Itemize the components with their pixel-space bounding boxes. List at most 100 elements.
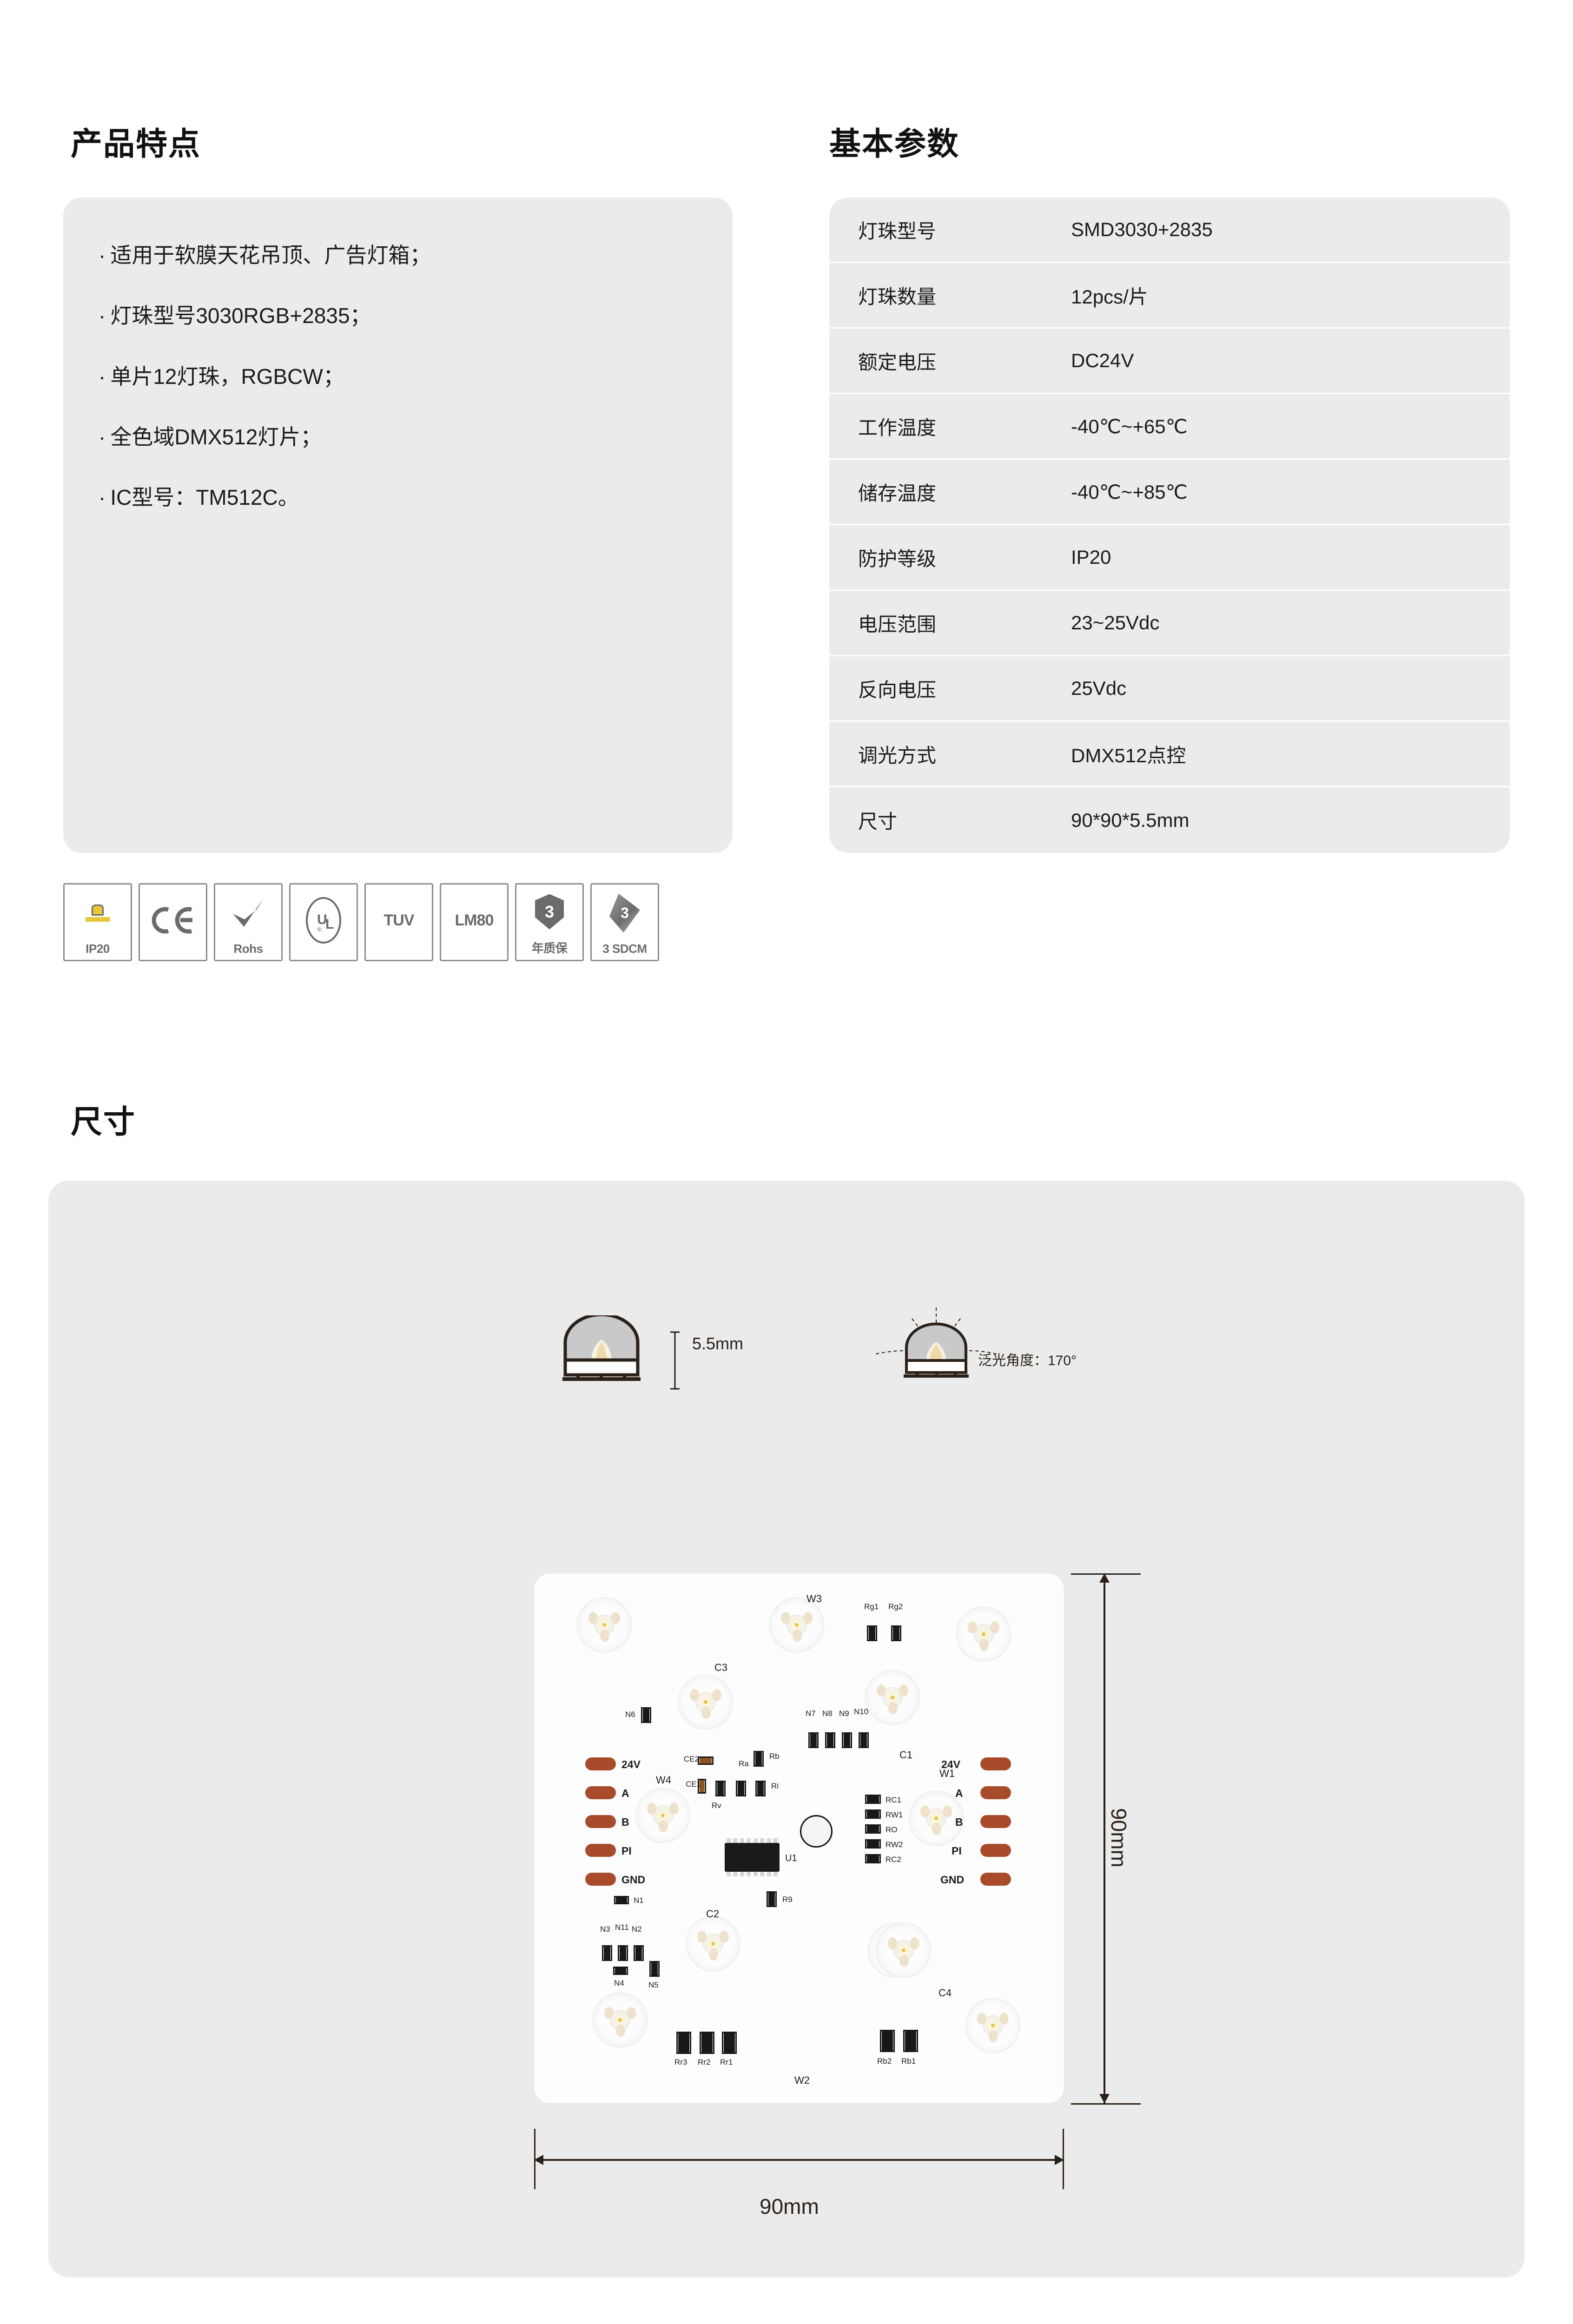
resistor-component — [865, 1795, 881, 1804]
led-side-view-icon — [555, 1313, 648, 1387]
capacitor-component — [698, 1779, 706, 1794]
ce-icon — [140, 885, 206, 956]
component-label: N5 — [648, 1981, 659, 1989]
resistor-component — [865, 1809, 881, 1819]
table-row: 尺寸 90*90*5.5mm — [829, 787, 1510, 853]
pcb-diagram: W3 C3 C1 W1 W4 C2 W2 C4 24V A B PI GND — [534, 1573, 1064, 2103]
dimension-tick — [1071, 2103, 1141, 2105]
component-label: Rr3 — [674, 2058, 687, 2067]
resistor-component — [825, 1732, 835, 1748]
param-value: DMX512点控 — [1071, 744, 1186, 766]
feature-text: 灯珠型号3030RGB+2835； — [110, 304, 371, 328]
resistor-component — [808, 1732, 819, 1748]
led-component — [909, 1791, 964, 1846]
param-key: 防护等级 — [858, 548, 937, 570]
lm80-icon: LM80 — [441, 885, 507, 956]
param-value: -40℃~+65℃ — [1071, 415, 1188, 437]
param-key: 反向电压 — [858, 679, 937, 701]
param-value: DC24V — [1071, 350, 1134, 371]
param-key: 灯珠数量 — [858, 285, 937, 308]
features-list: ·适用于软膜天花吊顶、广告灯箱； ·灯珠型号3030RGB+2835； ·单片1… — [99, 244, 712, 547]
component-label: N1 — [634, 1896, 644, 1905]
resistor-component — [753, 1751, 764, 1767]
param-key: 工作温度 — [858, 416, 937, 439]
resistor-component — [736, 1781, 746, 1796]
component-label: RC1 — [886, 1796, 902, 1804]
bulb-icon — [65, 885, 131, 942]
param-value: IP20 — [1071, 546, 1111, 568]
lm80-text: LM80 — [455, 911, 494, 929]
component-label: Ra — [739, 1759, 749, 1768]
ul-icon: U L ® — [291, 885, 357, 956]
feature-item: ·IC型号：TM512C。 — [99, 486, 712, 508]
feature-text: 适用于软膜天花吊顶、广告灯箱； — [110, 243, 431, 267]
led-label: W2 — [794, 2074, 810, 2086]
bullet-icon: · — [99, 485, 106, 510]
height-dimension-line — [670, 1331, 680, 1390]
certification-badge-ce — [139, 883, 207, 961]
capacitor-component — [800, 1815, 833, 1848]
terminal-pad — [980, 1786, 1011, 1799]
component-label: CE2 — [684, 1755, 700, 1763]
param-key: 额定电压 — [858, 351, 937, 373]
led-component — [577, 1598, 632, 1652]
resistor-component — [676, 2032, 691, 2054]
terminal-pad — [980, 1873, 1011, 1886]
param-key: 尺寸 — [858, 811, 898, 832]
led-beam-angle-icon — [875, 1299, 997, 1390]
component-label: RO — [886, 1825, 898, 1834]
pad-label: 24V — [941, 1758, 960, 1770]
pad-label: 24V — [621, 1758, 641, 1770]
led-component — [678, 1675, 733, 1730]
dimensions-card: 5.5mm — [48, 1181, 1525, 2278]
pad-label: PI — [952, 1845, 962, 1857]
pad-label: GND — [621, 1874, 646, 1886]
resistor-component — [880, 2030, 895, 2052]
sdcm-number: 3 — [609, 893, 640, 933]
resistor-component — [865, 1839, 881, 1849]
component-label: N11 — [615, 1923, 629, 1932]
pad-label: B — [955, 1816, 963, 1828]
component-label: N2 — [632, 1925, 642, 1934]
capacitor-component — [698, 1756, 714, 1765]
component-label: Rr1 — [720, 2058, 733, 2067]
component-label: RC2 — [886, 1855, 902, 1864]
certification-badge-ip20: IP20 — [63, 883, 132, 961]
resistor-component — [767, 1891, 777, 1907]
resistor-component — [903, 2030, 918, 2052]
feature-text: IC型号：TM512C。 — [110, 485, 299, 510]
led-height-label: 5.5mm — [692, 1334, 744, 1353]
certification-badge-warranty: 3 年质保 — [515, 883, 584, 961]
param-value: 90*90*5.5mm — [1071, 809, 1190, 831]
resistor-component — [842, 1732, 852, 1748]
svg-text:U: U — [317, 912, 327, 927]
certification-label: 3 SDCM — [602, 942, 647, 956]
shield-number: 3 — [535, 894, 564, 930]
feature-item: ·适用于软膜天花吊顶、广告灯箱； — [99, 244, 712, 266]
pad-label: A — [621, 1787, 629, 1799]
resistor-component — [865, 1824, 881, 1834]
feature-item: ·灯珠型号3030RGB+2835； — [99, 304, 712, 327]
param-value: 23~25Vdc — [1071, 612, 1160, 634]
terminal-pad — [585, 1873, 616, 1886]
tuv-text: TUV — [383, 911, 415, 929]
certification-label: IP20 — [86, 942, 110, 956]
param-key: 储存温度 — [858, 482, 937, 504]
component-label: CE1 — [686, 1780, 701, 1789]
led-component — [635, 1788, 690, 1843]
dimensions-heading: 尺寸 — [71, 1104, 136, 1140]
pad-label: PI — [621, 1845, 632, 1857]
led-component — [876, 1923, 931, 1978]
component-label: N3 — [600, 1925, 610, 1934]
resistor-component — [722, 2032, 737, 2054]
feature-text: 全色域DMX512灯片； — [110, 424, 322, 449]
bullet-icon: · — [99, 304, 106, 328]
svg-text:®: ® — [317, 926, 322, 933]
resistor-component — [641, 1707, 651, 1723]
resistor-component — [634, 1945, 644, 1961]
terminal-pad — [585, 1815, 616, 1828]
pcb-height-label: 90mm — [1107, 1808, 1131, 1868]
component-label: Rg1 — [864, 1602, 879, 1611]
certification-badge-rohs: Rohs — [214, 883, 283, 961]
table-row: 防护等级 IP20 — [829, 525, 1510, 591]
